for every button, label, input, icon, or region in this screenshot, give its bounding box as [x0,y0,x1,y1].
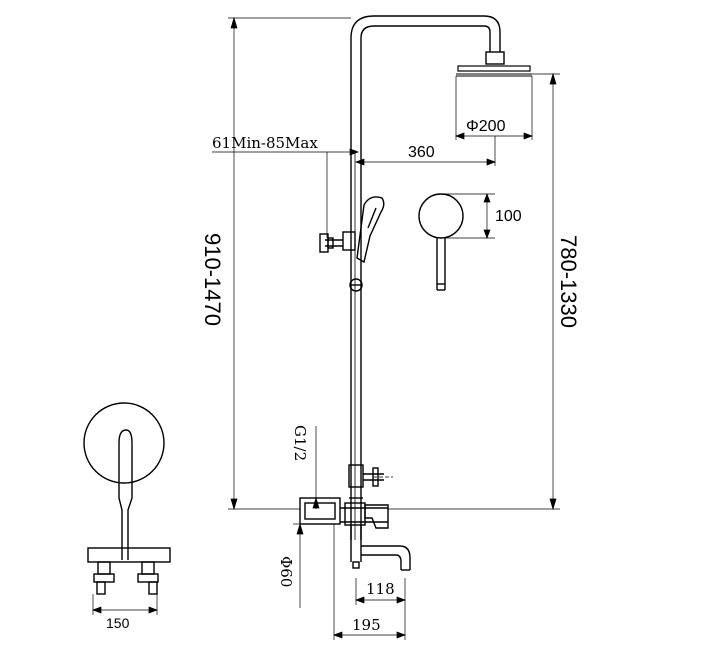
overhead-arm [350,15,501,52]
dim-total-height [228,16,351,511]
dim-connector-spacing [92,594,158,615]
dim-handle-disc [441,193,495,239]
label-head-height: 780-1330 [556,235,581,328]
label-connector-spacing: 150 [106,615,130,631]
label-thread: G1/2 [291,425,309,461]
label-head-diameter: Φ200 [466,118,506,135]
label-spout-length: 118 [366,580,395,598]
dim-base-width [333,524,406,640]
dim-slide-range [212,148,359,238]
hand-shower [356,196,385,264]
dim-spout-length [355,578,406,605]
label-slide-range: 61Min-85Max [212,134,318,152]
hose-connector [349,278,363,292]
label-arm-length: 360 [408,144,435,161]
label-handle-disc: 100 [495,208,522,225]
rain-shower-head [456,51,532,77]
diverter [348,464,393,488]
dim-arm-length [355,136,496,166]
handle-detail-view [418,193,464,291]
lower-riser [350,525,362,569]
side-view-wall-plate [83,402,165,484]
bath-spout [361,545,411,571]
slider-bracket [319,231,356,253]
label-base-width: 195 [352,616,381,634]
side-view-handle [118,429,133,560]
side-view-body [87,547,171,595]
mixer-body [299,497,389,529]
label-total-height: 910-1470 [200,233,225,326]
label-inlet-diameter: Φ60 [277,556,295,587]
dim-head-diameter [455,76,533,140]
dim-inlet-diameter [293,522,304,608]
dim-thread [312,426,320,509]
dim-head-height [388,72,560,511]
